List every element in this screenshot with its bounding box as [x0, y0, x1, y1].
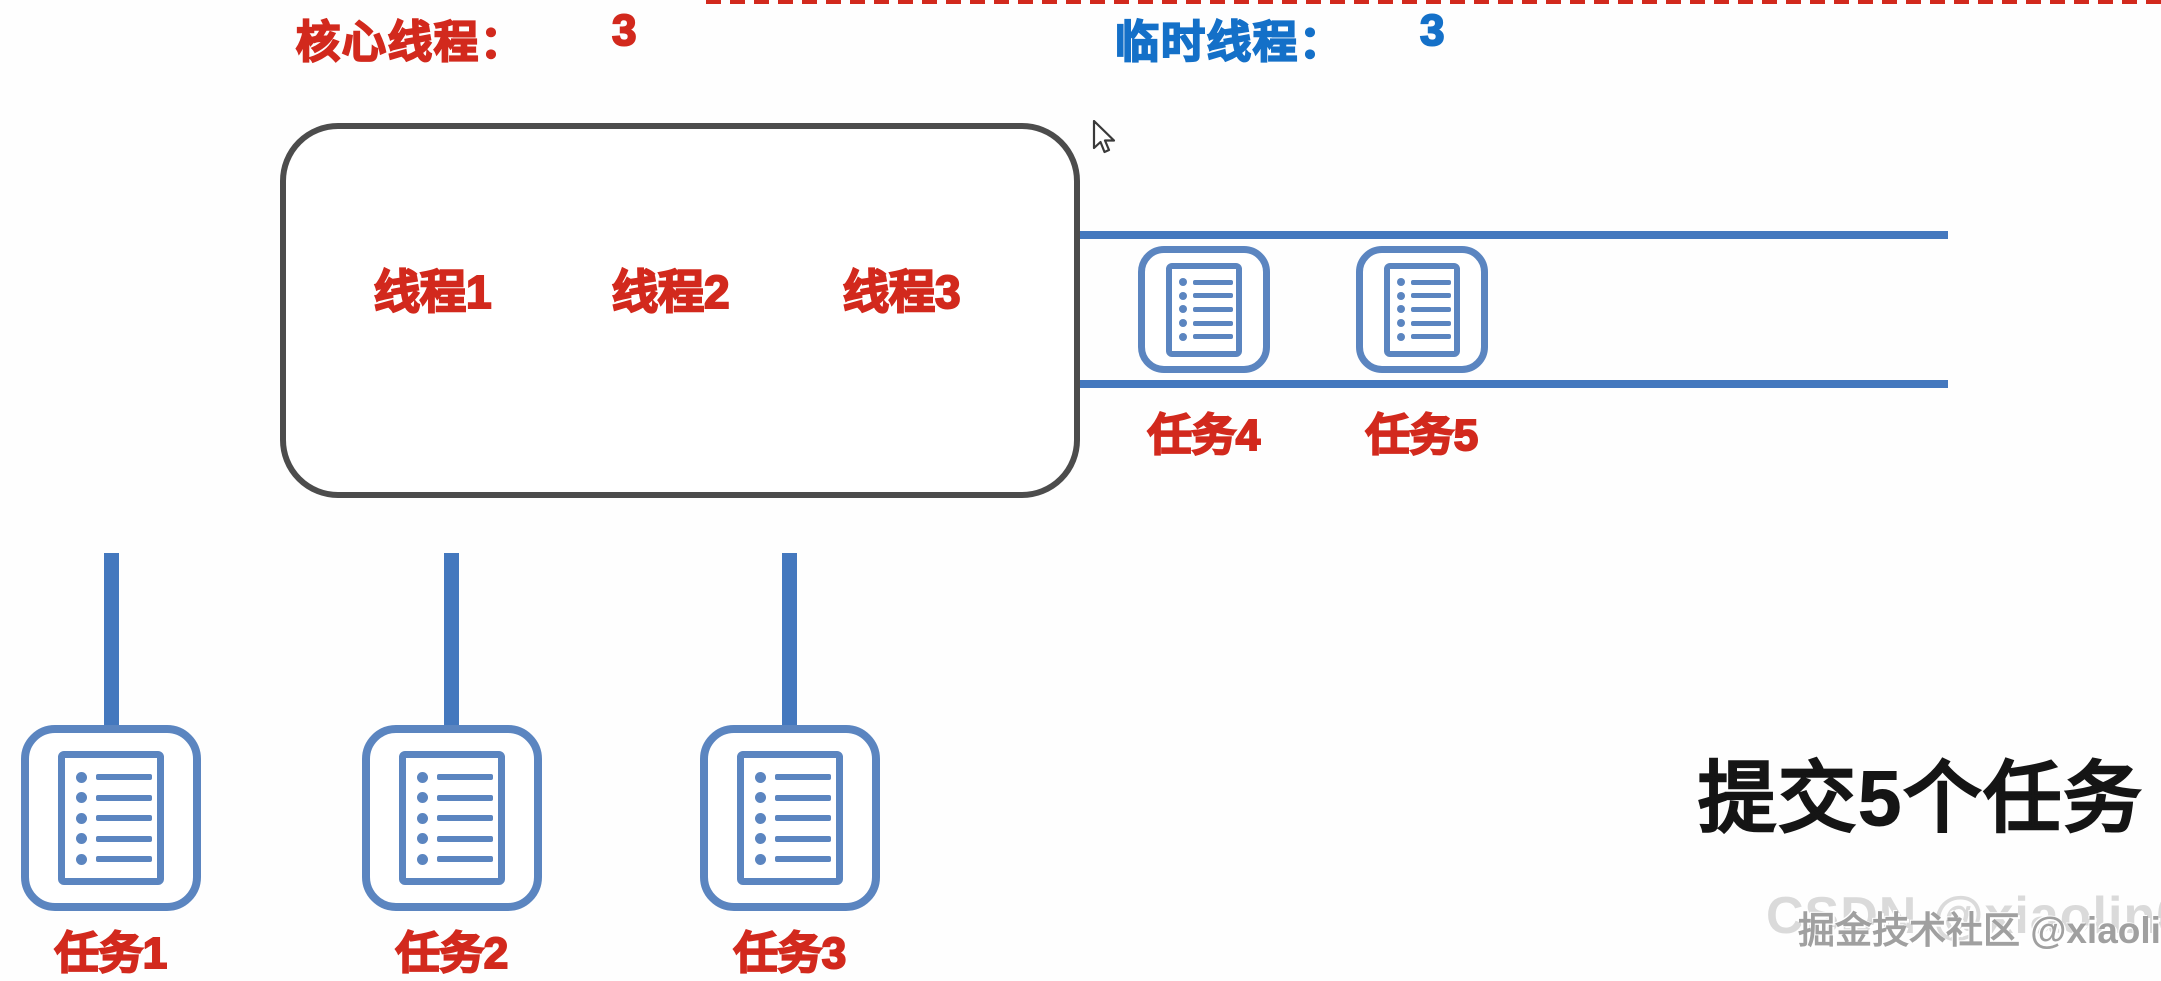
- thread-2-label: 线程2: [611, 265, 731, 319]
- task-list-icon: [700, 725, 880, 911]
- task-4-label: 任务4: [1147, 410, 1261, 461]
- document-icon: [1384, 262, 1460, 357]
- task-queue-line-bottom: [1080, 380, 1948, 388]
- task-5-label: 任务5: [1365, 410, 1479, 461]
- core-thread-count-value: 3: [611, 5, 639, 56]
- task-1-label: 任务1: [54, 928, 168, 979]
- document-icon: [737, 751, 843, 885]
- task-list-icon: [1138, 246, 1270, 373]
- task-2-label: 任务2: [395, 928, 509, 979]
- watermark-juejin: 掘金技术社区 @xiaolin0333: [1798, 910, 2161, 951]
- temp-thread-count-label: 临时线程：: [1114, 17, 1345, 68]
- pending-task-connector: [782, 553, 797, 729]
- document-icon: [58, 751, 164, 885]
- top-dashed-line: [706, 0, 2161, 4]
- task-list-icon: [1356, 246, 1488, 373]
- thread-pool-box: [280, 123, 1080, 498]
- caption-submit-tasks: 提交5个任务: [1697, 754, 2144, 843]
- mouse-cursor-icon: [1092, 120, 1116, 154]
- thread-1-label: 线程1: [373, 265, 493, 319]
- document-icon: [1166, 262, 1242, 357]
- thread-3-label: 线程3: [842, 265, 962, 319]
- task-3-label: 任务3: [733, 928, 847, 979]
- pending-task-connector: [104, 553, 119, 729]
- watermark-csdn: CSDN @xiaolin0333: [1766, 887, 2161, 945]
- task-list-icon: [362, 725, 542, 911]
- core-thread-count-label: 核心线程：: [295, 17, 526, 68]
- task-queue-line-top: [1080, 231, 1948, 239]
- document-icon: [399, 751, 505, 885]
- temp-thread-count-value: 3: [1419, 5, 1447, 56]
- pending-task-connector: [444, 553, 459, 729]
- task-list-icon: [21, 725, 201, 911]
